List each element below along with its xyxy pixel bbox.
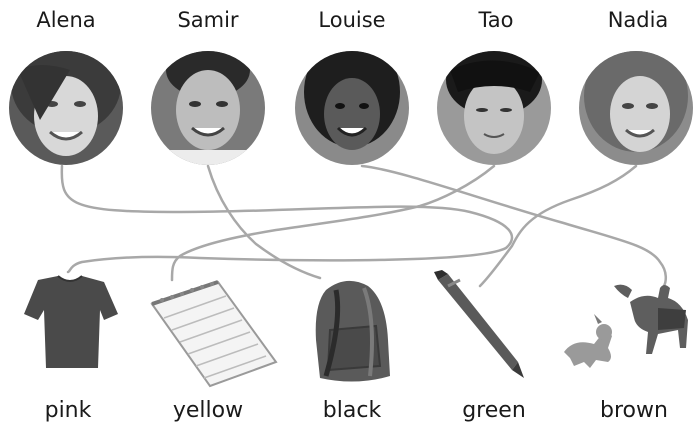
photo-tao (437, 51, 551, 165)
person-name-louise: Louise (318, 8, 386, 32)
pen-icon (434, 270, 524, 378)
photo-alena (9, 51, 123, 165)
photo-nadia (579, 51, 693, 165)
person-name-tao: Tao (478, 8, 514, 32)
line-tao (170, 164, 496, 282)
item-label-brown: brown (600, 398, 668, 423)
line-alena (60, 164, 514, 274)
line-louise (360, 164, 667, 288)
connection-lines (60, 164, 667, 288)
item-label-pink: pink (44, 398, 92, 423)
item-label-yellow: yellow (172, 398, 244, 423)
photo-louise (295, 51, 409, 165)
line-samir (206, 164, 322, 280)
notepad-icon (150, 280, 278, 388)
line-nadia (478, 164, 638, 288)
item-label-black: black (322, 398, 382, 423)
photo-samir (151, 51, 265, 165)
item-label-green: green (462, 398, 526, 423)
person-name-samir: Samir (177, 8, 239, 32)
backpack-icon (315, 280, 390, 382)
person-name-alena: Alena (36, 8, 96, 32)
person-name-nadia: Nadia (607, 8, 669, 32)
t-shirt-icon (24, 275, 118, 368)
dogs-icon (564, 284, 688, 368)
